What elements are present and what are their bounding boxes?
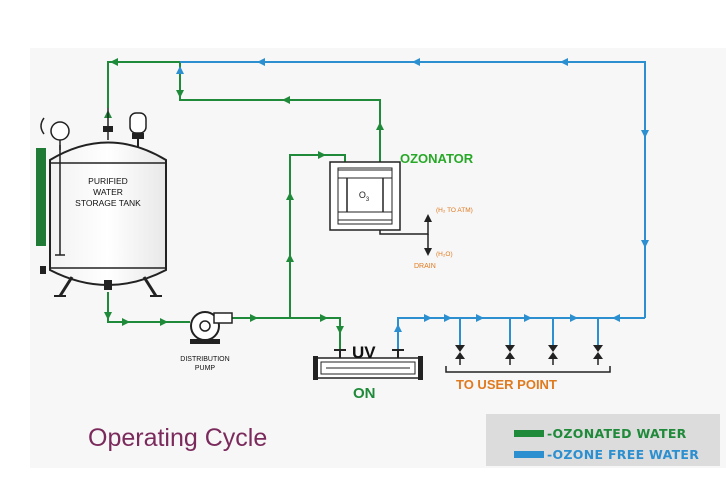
flow-arrows — [104, 58, 649, 334]
vent-filter-icon — [129, 112, 147, 134]
uv-sterilizer: UV ON — [313, 343, 423, 402]
user-valve-2 — [505, 345, 515, 365]
arrow-icon — [110, 58, 118, 66]
user-point-label: TO USER POINT — [456, 377, 557, 392]
arrow-icon — [424, 248, 432, 256]
legend-label-ozone-free: OZONE FREE WATER — [552, 446, 700, 462]
tank-label-line: PURIFIED — [88, 176, 128, 186]
arrow-icon — [336, 326, 344, 334]
level-indicator-strip — [36, 148, 46, 246]
legend-item-ozonated: -OZONATED WATER — [514, 423, 687, 443]
arrow-icon — [524, 314, 532, 322]
vent-label: (H₂ TO ATM) — [436, 207, 473, 214]
pump-outlet-pipe — [228, 317, 341, 350]
tank-return-pipe — [107, 61, 180, 108]
distribution-pump: DISTRIBUTION PUMP — [180, 311, 233, 372]
arrow-icon — [641, 240, 649, 248]
arrow-icon — [424, 214, 432, 222]
tank-body — [49, 141, 167, 286]
water-label: (H₂O) — [436, 251, 453, 258]
arrow-icon — [104, 312, 112, 320]
arrow-icon — [394, 324, 402, 332]
arrow-icon — [424, 314, 432, 322]
arrow-icon — [318, 151, 326, 159]
tank-leg — [58, 276, 74, 297]
arrow-icon — [476, 314, 484, 322]
legend: -OZONATED WATER -OZONE FREE WATER — [486, 414, 720, 466]
tank-label-line: WATER — [93, 187, 123, 197]
diagram-caption: Operating Cycle — [88, 424, 268, 452]
ozonator-outlet-pipe — [179, 62, 381, 162]
valve-icon — [455, 345, 465, 352]
uv-status: ON — [353, 385, 376, 402]
arrow-icon — [122, 318, 130, 326]
arrow-icon — [560, 58, 568, 66]
ozone-free-pipes — [180, 61, 646, 350]
user-points: TO USER POINT — [445, 345, 611, 392]
tank-leg — [142, 276, 158, 297]
pump-label-line: PUMP — [195, 365, 216, 372]
ozone-symbol: O3 — [359, 190, 370, 203]
arrow-icon — [641, 130, 649, 138]
arrow-icon — [286, 254, 294, 262]
ozonator: O3 OZONATOR (H₂ TO ATM) (H₂O) DRAIN — [329, 151, 474, 270]
arrow-icon — [282, 96, 290, 104]
arrow-icon — [444, 314, 452, 322]
valve-icon — [505, 345, 515, 352]
arrow-icon — [570, 314, 578, 322]
storage-tank: PURIFIED WATER STORAGE TANK — [36, 108, 167, 297]
ozonator-feed-pipe — [289, 154, 346, 318]
arrow-icon — [176, 66, 184, 74]
pressure-gauge-icon — [50, 121, 70, 141]
arrow-icon — [376, 122, 384, 130]
tank-label-line: STORAGE TANK — [75, 198, 141, 208]
drain-label: DRAIN — [414, 263, 436, 270]
ozonated-pipes — [107, 61, 381, 350]
legend-item-ozone-free: -OZONE FREE WATER — [514, 444, 699, 464]
arrow-icon — [176, 90, 184, 98]
user-valve-3 — [548, 345, 558, 365]
arrow-icon — [257, 58, 265, 66]
arrow-icon — [286, 192, 294, 200]
arrow-icon — [250, 314, 258, 322]
valve-icon — [593, 345, 603, 352]
return-loop-pipe — [180, 61, 646, 318]
pump-label-line: DISTRIBUTION — [180, 356, 229, 363]
uv-outlet-pipe — [397, 317, 645, 350]
legend-label-ozonated: OZONATED WATER — [552, 425, 687, 441]
vent-pipe — [379, 222, 429, 235]
user-valve-1 — [455, 345, 465, 365]
arrow-icon — [160, 318, 168, 326]
user-point-bracket — [445, 366, 611, 373]
user-valve-4 — [593, 345, 603, 365]
valve-icon — [548, 345, 558, 352]
legend-swatch-ozone-free — [514, 450, 544, 458]
uv-label: UV — [352, 343, 376, 362]
arrow-icon — [320, 314, 328, 322]
arrow-icon — [612, 314, 620, 322]
ozonator-title: OZONATOR — [400, 151, 474, 166]
legend-swatch-ozonated — [514, 429, 544, 437]
arrow-icon — [412, 58, 420, 66]
